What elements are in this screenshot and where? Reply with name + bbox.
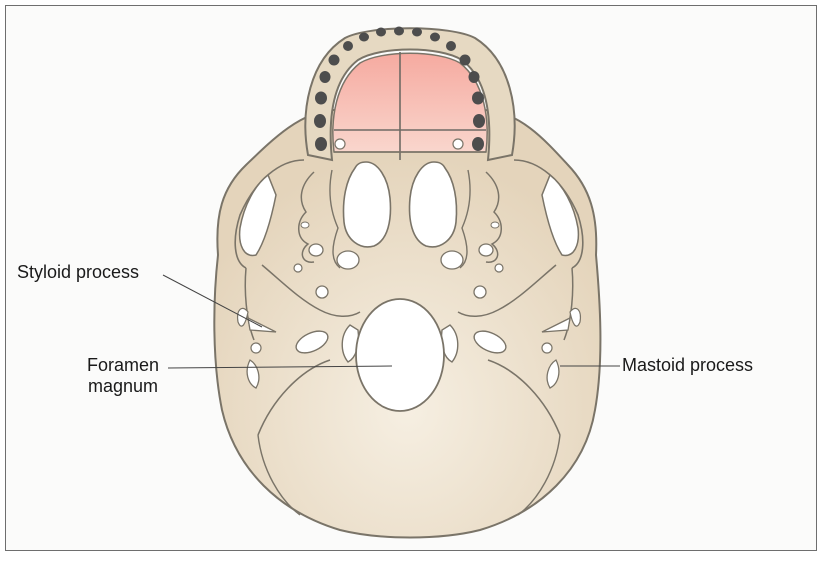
choana-right xyxy=(410,162,457,247)
foramen-ovale-right xyxy=(479,244,493,256)
foramen-spinosum-right xyxy=(495,264,503,272)
stylomastoid-foramen-left xyxy=(251,343,261,353)
mandibular-fossa-left xyxy=(301,222,309,228)
label-styloid-process: Styloid process xyxy=(17,262,139,283)
greater-palatine-foramen-right xyxy=(453,139,463,149)
foramen-ovale-left xyxy=(309,244,323,256)
carotid-canal-right xyxy=(474,286,486,298)
greater-palatine-foramen-left xyxy=(335,139,345,149)
foramen-lacerum-right xyxy=(441,251,463,269)
choana-left xyxy=(343,162,390,247)
label-mastoid-process: Mastoid process xyxy=(622,355,753,376)
label-foramen-line2: magnum xyxy=(78,376,168,397)
label-foramen-magnum: Foramen magnum xyxy=(78,355,168,397)
hard-palate xyxy=(333,53,487,152)
carotid-canal-left xyxy=(316,286,328,298)
mandibular-fossa-right xyxy=(491,222,499,228)
stylomastoid-foramen-right xyxy=(542,343,552,353)
label-foramen-line1: Foramen xyxy=(78,355,168,376)
foramen-spinosum-left xyxy=(294,264,302,272)
foramen-lacerum-left xyxy=(337,251,359,269)
foramen-magnum xyxy=(356,299,444,411)
